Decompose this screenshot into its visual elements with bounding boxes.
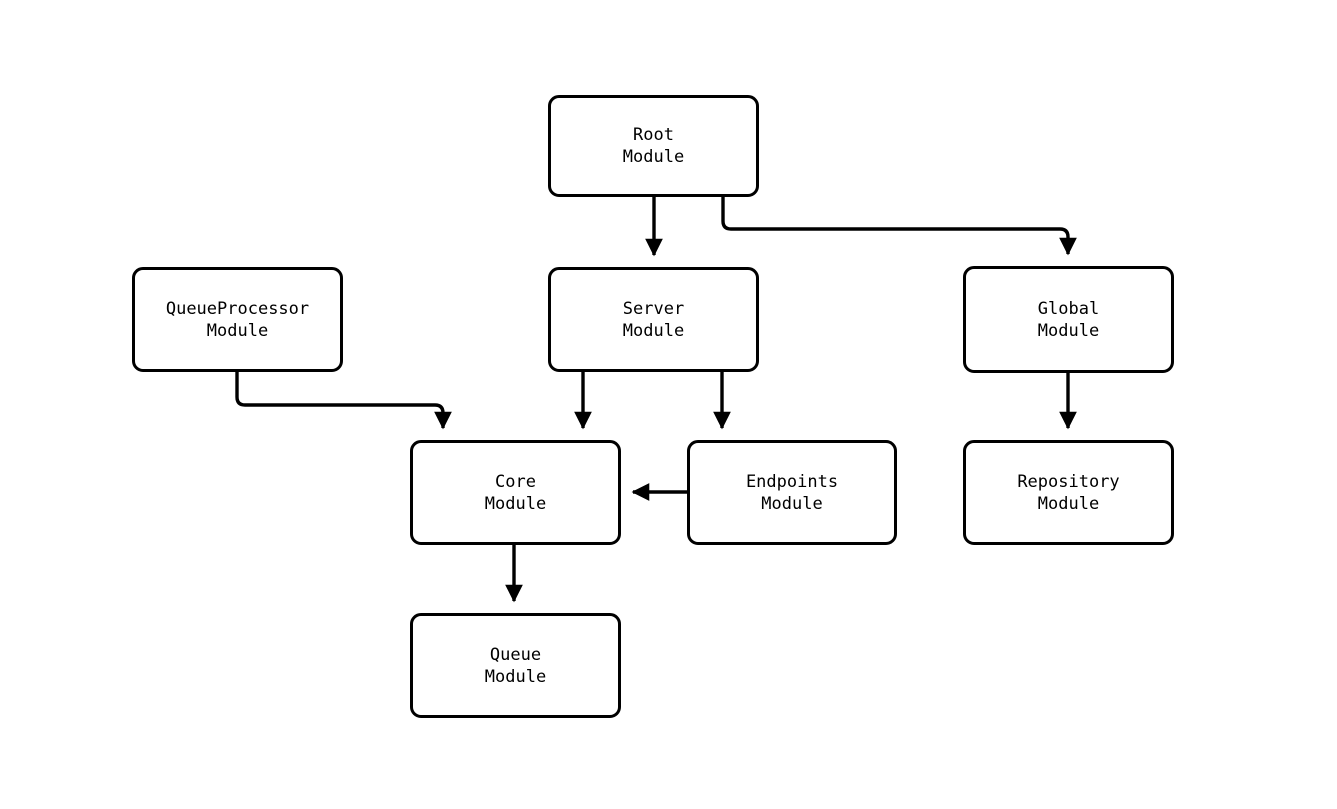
node-label-line1: Core: [495, 471, 536, 492]
node-label-line2: Module: [1037, 320, 1100, 341]
queueprocessor-module-node[interactable]: QueueProcessor Module: [132, 267, 343, 372]
repository-module-node[interactable]: Repository Module: [963, 440, 1174, 545]
edge-root-to-global: [721, 197, 1077, 256]
node-label-line1: Repository: [1017, 471, 1120, 492]
core-module-node[interactable]: Core Module: [410, 440, 621, 545]
node-label-line1: Global: [1037, 298, 1100, 319]
node-label-line2: Module: [1037, 493, 1100, 514]
node-label-line1: Root: [633, 125, 674, 145]
node-label-line1: Queue: [489, 644, 542, 665]
node-label-line2: Module: [761, 493, 823, 514]
node-label-line1: Server: [622, 298, 685, 319]
node-label-line2: Module: [484, 666, 547, 687]
global-module-node[interactable]: Global Module: [963, 266, 1174, 373]
root-module-node[interactable]: Root Module: [548, 95, 759, 197]
node-label-line2: Module: [622, 147, 685, 167]
edge-queueprocessor-to-core: [235, 372, 452, 430]
node-label-line2: Module: [484, 493, 547, 514]
server-module-node[interactable]: Server Module: [548, 267, 759, 372]
endpoints-module-node[interactable]: Endpoints Module: [687, 440, 897, 545]
queue-module-node[interactable]: Queue Module: [410, 613, 621, 718]
node-label-line1: Endpoints: [745, 471, 839, 492]
node-label-line1: QueueProcessor: [165, 298, 310, 319]
node-label-line2: Module: [622, 320, 685, 341]
node-label-line2: Module: [206, 320, 269, 341]
